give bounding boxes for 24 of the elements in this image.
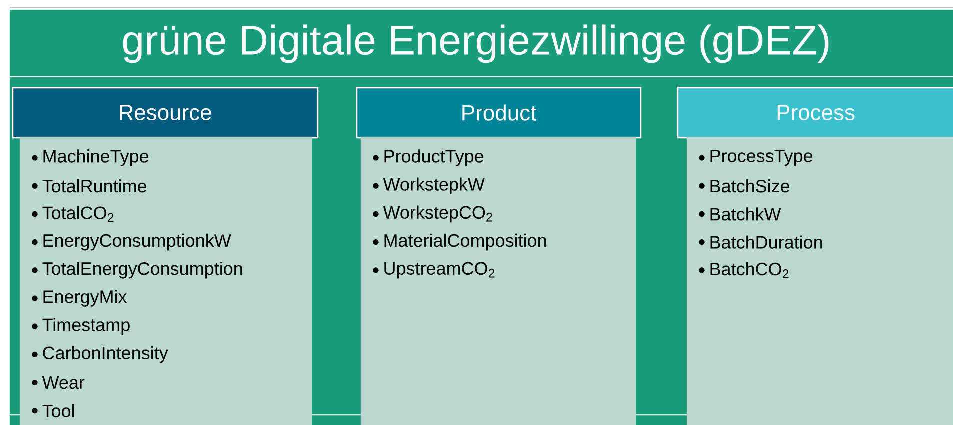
- list-item: WorkstepCO$_{2}$: [383, 206, 492, 223]
- list-item: EnergyMix: [44, 290, 128, 307]
- header-box: Resource: [12, 87, 319, 139]
- list-item: TotalRuntime: [42, 180, 147, 193]
- list-item: MaterialComposition: [384, 234, 546, 251]
- header-box: Process: [677, 87, 953, 139]
- list-item: BatchCO$_{2}$: [710, 262, 789, 278]
- list-item: BatchSize: [710, 180, 790, 193]
- list-item: BatchkW: [710, 208, 782, 221]
- list-item: UpstreamCO$_{2}$: [384, 262, 495, 279]
- list-item: TotalCO$_{2}$: [42, 206, 114, 222]
- list-item: WorkstepkW: [383, 178, 485, 194]
- list-item: BatchDuration: [710, 236, 822, 249]
- list-item: Timestamp: [42, 318, 130, 335]
- list-item: Wear: [42, 376, 85, 390]
- list-item: EnergyConsumptionkW: [44, 234, 232, 251]
- list-item: CarbonIntensity: [43, 346, 168, 364]
- list-item: TotalEnergyConsumption: [42, 262, 242, 279]
- title: grüne Digitale Energiezwillinge (gDEZ): [123, 24, 829, 64]
- list-item: Tool: [42, 404, 74, 418]
- header-box: Product: [356, 87, 642, 139]
- list-item: ProcessType: [710, 150, 813, 166]
- list-item: ProductType: [384, 150, 484, 166]
- list-item: MachineType: [44, 150, 149, 166]
